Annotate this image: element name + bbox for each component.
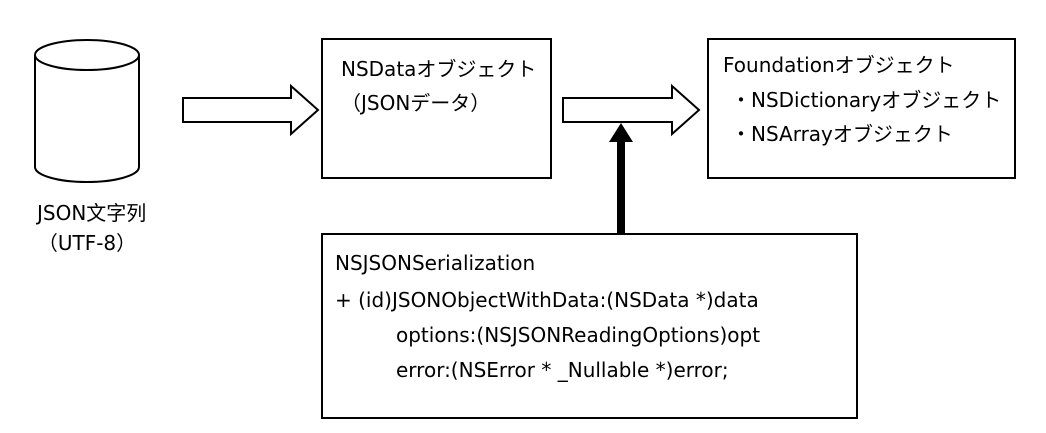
method-options-line: options:(NSJSONReadingOptions)opt: [396, 323, 761, 347]
foundation-box: Foundationオブジェクト ・NSDictionaryオブジェクト ・NS…: [707, 38, 1016, 179]
serialization-box: NSJSONSerialization + (id)JSONObjectWith…: [321, 233, 858, 419]
cylinder-icon: [34, 39, 140, 183]
nsdata-title: NSDataオブジェクト: [341, 57, 537, 81]
arrow-to-nsdata: [182, 83, 320, 137]
cylinder-label-line1: JSON文字列: [37, 201, 147, 225]
serialization-title: NSJSONSerialization: [335, 251, 536, 275]
foundation-item-nsdictionary: ・NSDictionaryオブジェクト: [731, 88, 1002, 112]
nsdata-subtitle: （JSONデータ）: [341, 91, 491, 115]
foundation-title: Foundationオブジェクト: [723, 53, 955, 77]
method-signature-line: + (id)JSONObjectWithData:(NSData *)data: [335, 288, 759, 312]
serialization-arrow: [609, 123, 633, 234]
cylinder-label-line2: （UTF-8）: [37, 231, 137, 255]
arrow-to-foundation: [562, 83, 701, 137]
foundation-item-nsarray: ・NSArrayオブジェクト: [731, 122, 953, 146]
method-error-line: error:(NSError * _Nullable *)error;: [396, 358, 729, 382]
nsdata-box: NSDataオブジェクト （JSONデータ）: [321, 38, 552, 179]
